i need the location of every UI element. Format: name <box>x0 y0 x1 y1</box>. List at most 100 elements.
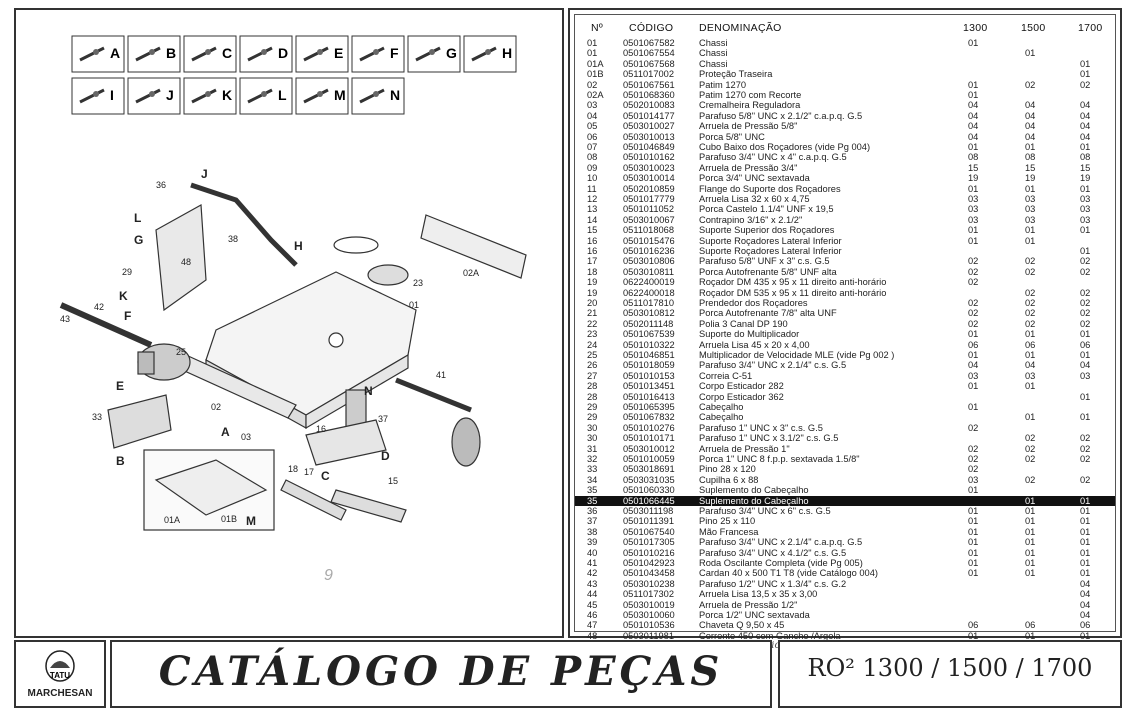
cell-q1700: 01 <box>1080 568 1091 579</box>
cell-desc: Porca 1/2" UNC sextavada <box>699 610 810 620</box>
cell-q1700: 02 <box>1080 79 1091 90</box>
label-01: 01 <box>409 300 419 310</box>
cell-q1700: 04 <box>1080 360 1091 371</box>
cell-q1700: 04 <box>1080 578 1091 589</box>
cell-desc: Cubo Baixo dos Roçadores (vide Pg 004) <box>699 142 871 152</box>
cell-code: 0501046851 <box>623 350 675 360</box>
cell-desc: Parafuso 3/4" UNC x 4.1/2" c.s. G.5 <box>699 547 847 558</box>
cell-desc: Parafuso 3/4" UNC x 6" c.s. G.5 <box>699 506 831 516</box>
detail-box-l: L <box>239 77 293 115</box>
cell-desc: Arruela de Pressão 5/8" <box>699 121 798 132</box>
cell-code: 0503010238 <box>623 578 675 589</box>
cell-q1300: 01 <box>968 329 979 340</box>
cell-q1300: 02 <box>968 422 979 433</box>
cell-q1700: 01 <box>1080 183 1091 194</box>
cell-code: 0503010060 <box>623 610 675 620</box>
cell-q1300: 03 <box>968 370 979 381</box>
cell-q1700: 01 <box>1080 526 1091 537</box>
cell-code: 0503010019 <box>623 599 675 610</box>
cell-desc: Cremalheira Reguladora <box>699 100 801 111</box>
cell-q1700: 01 <box>1080 58 1091 69</box>
cell-q1500: 01 <box>1025 48 1036 59</box>
cell-desc: Parafuso 5/8" UNF x 3" c.s. G.5 <box>699 256 830 267</box>
cell-q1700: 04 <box>1080 121 1091 132</box>
cell-code: 0501010171 <box>623 433 675 444</box>
cell-q1500: 01 <box>1025 537 1036 548</box>
cell-q1500: 19 <box>1025 173 1036 184</box>
cell-q1500: 03 <box>1025 214 1036 225</box>
label-A: A <box>221 425 230 439</box>
cell-desc: Suporte do Multiplicador <box>699 329 800 340</box>
cell-code: 0511017810 <box>623 298 675 308</box>
cell-q1300: 02 <box>968 318 979 329</box>
cell-num: 29 <box>587 402 598 412</box>
chassis-drawing <box>59 182 527 531</box>
cell-q1500: 01 <box>1025 568 1036 579</box>
cell-q1300: 02 <box>968 266 979 277</box>
cell-code: 0501010059 <box>623 454 675 464</box>
header-qty-1300: 1300 <box>963 22 988 34</box>
cell-desc: Roçador DM 435 x 95 x 11 direito anti-ho… <box>699 277 887 288</box>
cell-num: 01A <box>587 58 604 69</box>
cell-q1700: 01 <box>1080 516 1091 527</box>
detail-box-a: A <box>71 35 125 73</box>
cell-num: 43 <box>587 578 598 589</box>
cell-desc: Patim 1270 <box>699 79 747 90</box>
cell-num: 09 <box>587 162 598 173</box>
tatu-armadillo-logo-icon: TATU <box>45 650 75 682</box>
cell-num: 24 <box>587 339 598 350</box>
cell-code: 0502011148 <box>623 318 674 329</box>
cell-q1300: 01 <box>968 547 979 558</box>
cell-num: 16 <box>587 235 598 246</box>
cell-code: 0501067568 <box>623 58 675 69</box>
cell-code: 0622400018 <box>623 287 675 298</box>
cell-q1700: 01 <box>1080 537 1091 548</box>
cell-code: 0501068360 <box>623 90 675 100</box>
cell-num: 16 <box>587 246 598 256</box>
cell-code: 0501010216 <box>623 547 675 558</box>
detail-box-h: H <box>463 35 517 73</box>
cell-q1500: 01 <box>1025 183 1036 194</box>
cell-num: 27 <box>587 370 598 381</box>
cell-code: 0511017002 <box>623 69 675 80</box>
cell-code: 0503010806 <box>623 256 675 267</box>
cell-desc: Porca 5/8" UNC <box>699 131 765 142</box>
cell-q1700: 03 <box>1080 370 1091 381</box>
label-02A: 02A <box>463 268 479 278</box>
cell-desc: Chaveta Q 9,50 x 45 <box>699 620 785 631</box>
label-18: 18 <box>288 464 298 474</box>
cell-q1300: 01 <box>968 526 979 537</box>
cell-num: 32 <box>587 454 598 464</box>
cell-code: 0502010083 <box>623 100 675 111</box>
cell-q1300: 01 <box>968 630 979 641</box>
cell-num: 07 <box>587 142 598 152</box>
cell-q1700: 01 <box>1080 630 1091 641</box>
cell-num: 44 <box>587 589 598 600</box>
cell-desc: Suporte Roçadores Lateral Inferior <box>699 235 842 246</box>
cell-num: 11 <box>587 183 597 194</box>
cell-desc: Pino 25 x 110 <box>699 516 756 527</box>
cell-q1700: 04 <box>1080 610 1091 620</box>
label-G: G <box>134 233 143 247</box>
cell-q1500: 01 <box>1025 495 1036 506</box>
cell-q1700: 02 <box>1080 474 1091 485</box>
cell-num: 10 <box>587 173 598 184</box>
cell-q1500: 06 <box>1025 620 1036 631</box>
cell-q1500: 02 <box>1025 256 1036 267</box>
